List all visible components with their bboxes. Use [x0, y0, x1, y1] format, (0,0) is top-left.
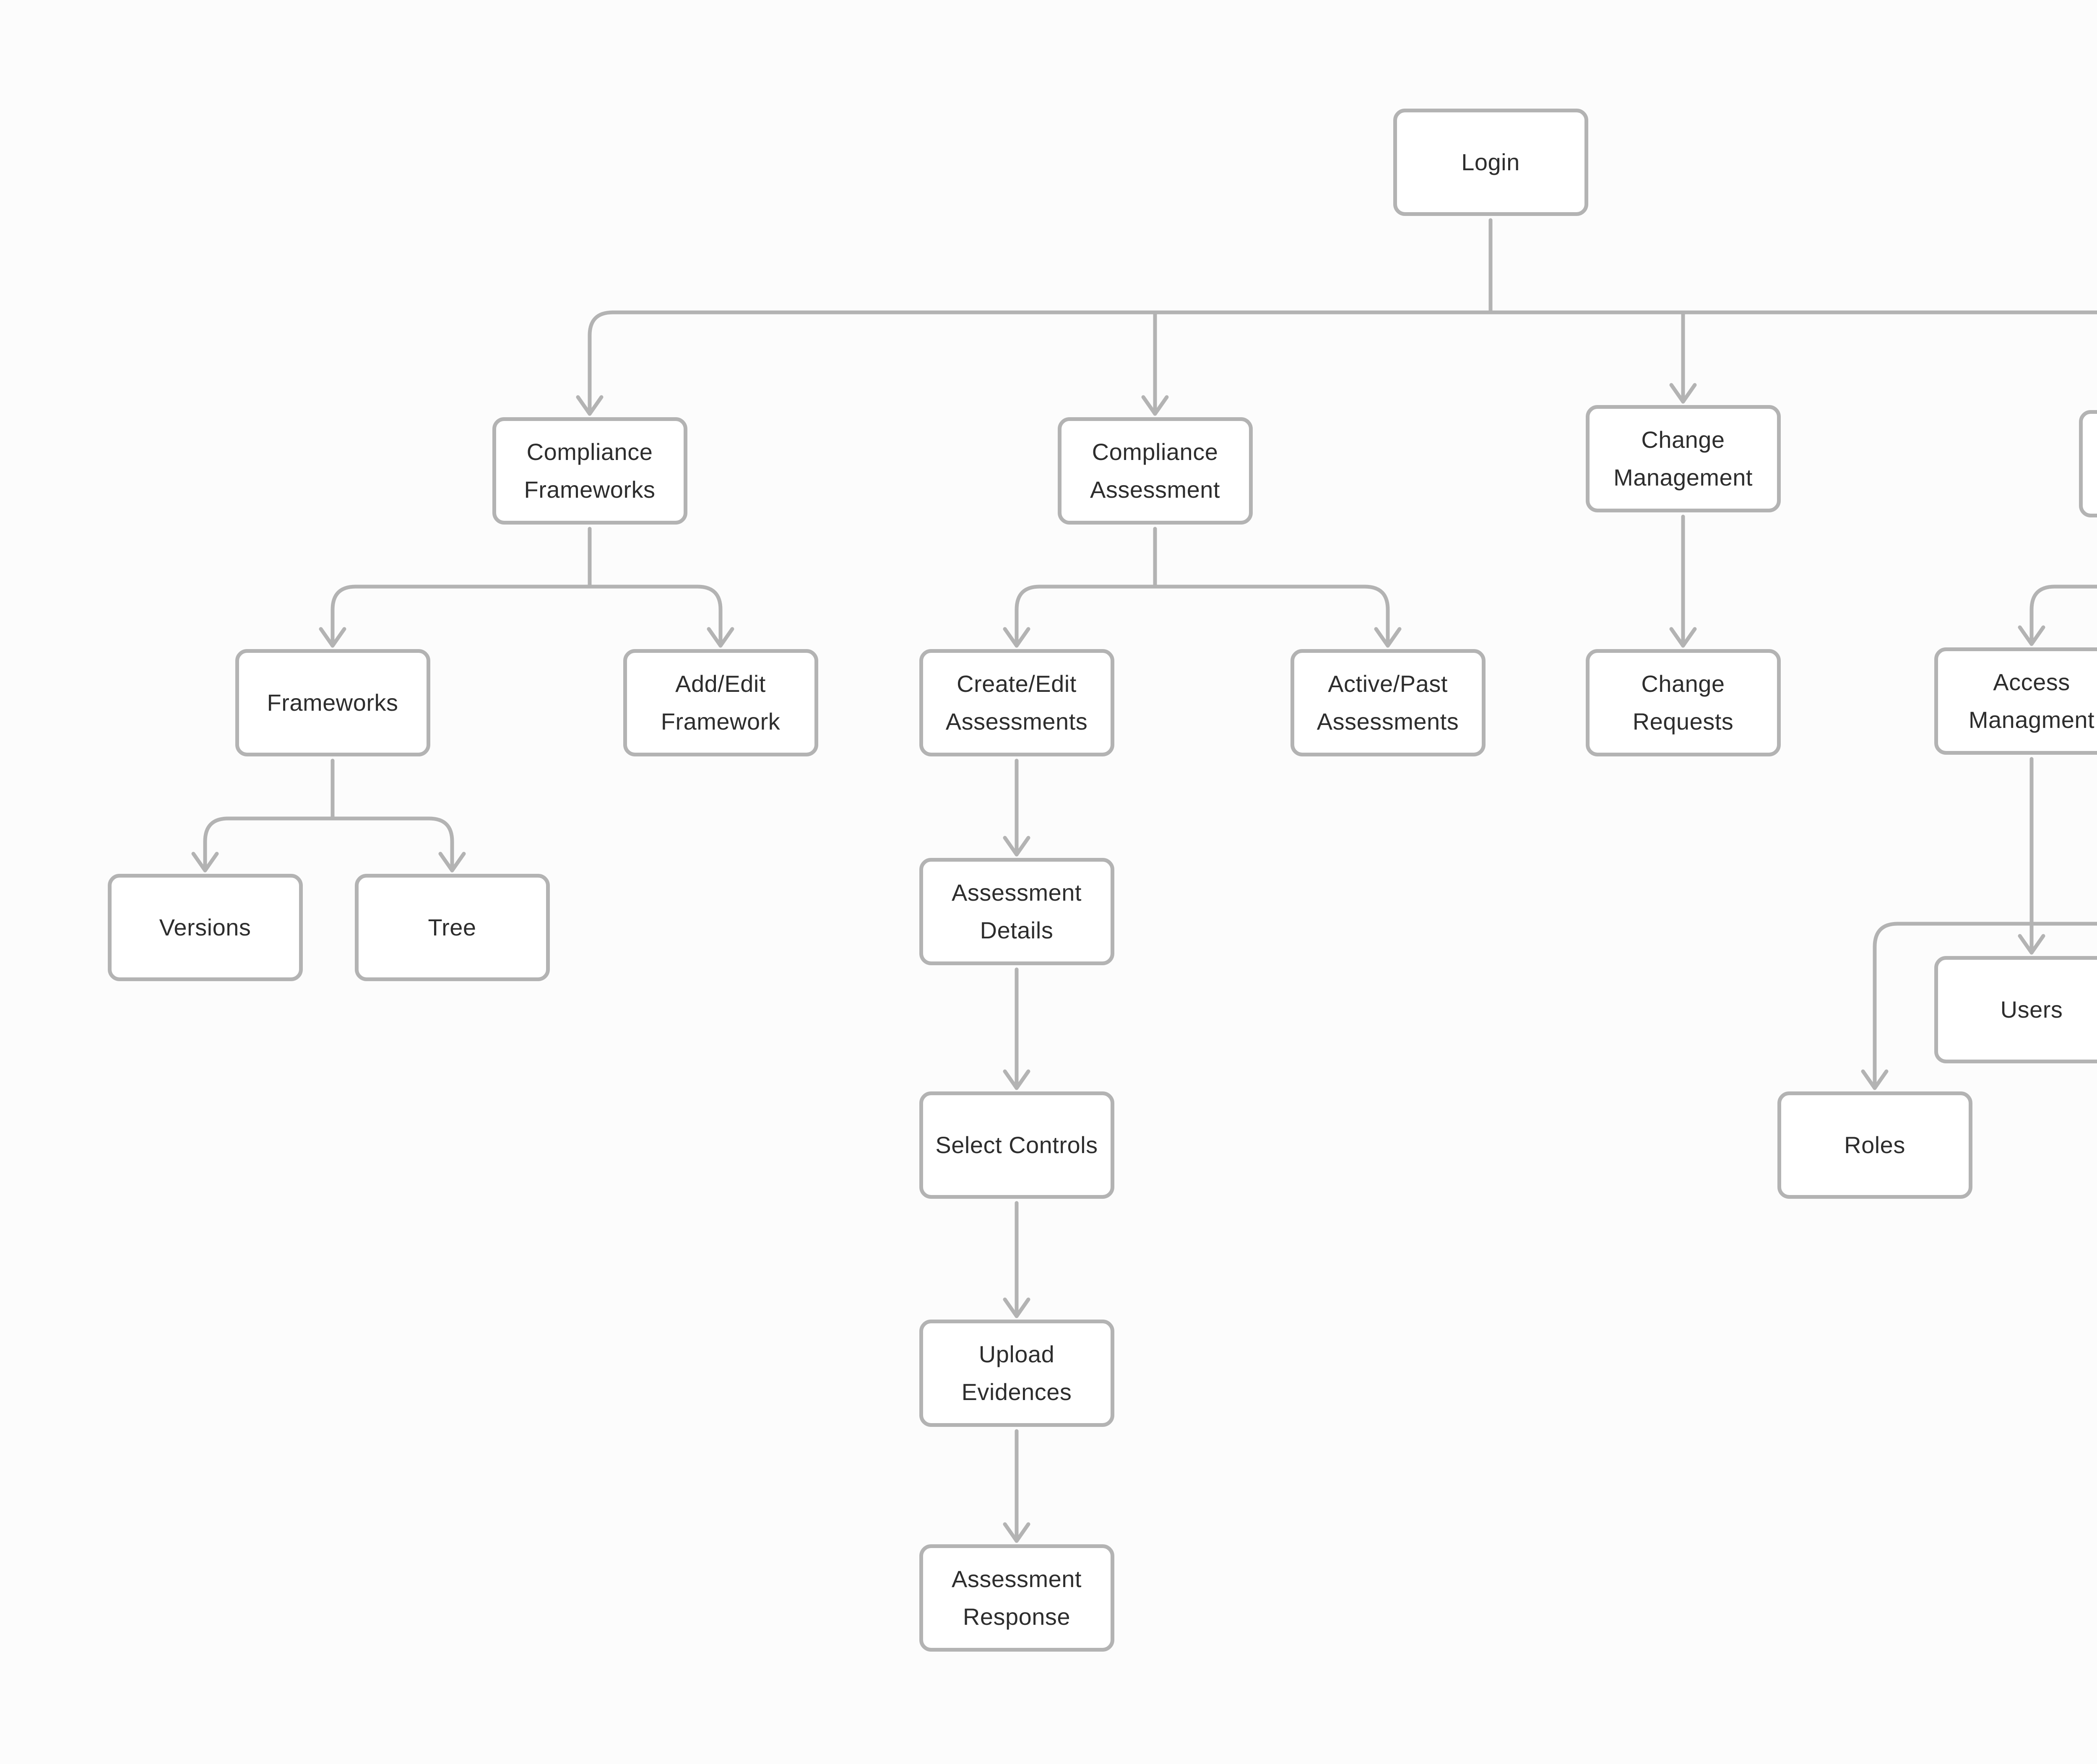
- arrowhead-login-compliance_assessment: [1141, 395, 1169, 416]
- node-users[interactable]: Users: [1934, 956, 2097, 1063]
- node-login[interactable]: Login: [1393, 109, 1588, 216]
- node-label-change_management: Change Management: [1613, 426, 1753, 491]
- edge-compliance_assessment-rail: [1015, 585, 1390, 648]
- node-label-versions: Versions: [159, 914, 251, 941]
- edge-access_managment-rail: [1873, 922, 2097, 1090]
- node-assessment_response[interactable]: Assessment Response: [919, 1544, 1114, 1652]
- arrowhead-create_edit_assessments-assessment_details: [1003, 836, 1030, 857]
- node-upload_evidences[interactable]: Upload Evidences: [919, 1320, 1114, 1427]
- arrowhead-compliance_assessment-active_past_assessments: [1374, 627, 1402, 648]
- node-change_management[interactable]: Change Management: [1585, 405, 1781, 512]
- node-label-select_controls: Select Controls: [935, 1132, 1098, 1159]
- node-label-tree: Tree: [428, 914, 476, 941]
- arrowhead-access_managment-roles: [1861, 1069, 1889, 1090]
- node-label-access_managment: Access Managment: [1968, 669, 2095, 733]
- arrowhead-access_managment-users: [2018, 934, 2045, 955]
- node-settings[interactable]: Settings: [2079, 410, 2097, 517]
- node-label-frameworks: Frameworks: [267, 689, 398, 716]
- node-compliance_frameworks[interactable]: Compliance Frameworks: [492, 417, 687, 525]
- node-label-users: Users: [2000, 996, 2063, 1023]
- node-label-roles: Roles: [1844, 1132, 1905, 1159]
- node-compliance_assessment[interactable]: Compliance Assessment: [1057, 417, 1253, 525]
- node-label-assessment_details: Assessment Details: [952, 879, 1082, 943]
- node-label-compliance_assessment: Compliance Assessment: [1090, 439, 1220, 503]
- arrowhead-upload_evidences-assessment_response: [1003, 1522, 1030, 1543]
- arrowhead-frameworks-versions: [191, 852, 219, 873]
- node-assessment_details[interactable]: Assessment Details: [919, 858, 1114, 965]
- node-label-upload_evidences: Upload Evidences: [961, 1341, 1072, 1405]
- edge-settings-rail: [2029, 585, 2097, 646]
- node-label-assessment_response: Assessment Response: [952, 1566, 1082, 1630]
- arrowhead-change_management-change_requests: [1669, 627, 1697, 648]
- node-change_requests[interactable]: Change Requests: [1585, 649, 1781, 756]
- edge-frameworks-rail: [203, 816, 454, 873]
- arrowhead-login-change_management: [1669, 383, 1697, 404]
- arrowhead-assessment_details-select_controls: [1003, 1069, 1030, 1090]
- node-frameworks[interactable]: Frameworks: [235, 649, 430, 756]
- node-label-add_edit_framework: Add/Edit Framework: [661, 670, 781, 735]
- arrowhead-settings-access_managment: [2018, 625, 2045, 646]
- node-active_past_assessments[interactable]: Active/Past Assessments: [1290, 649, 1486, 756]
- node-label-change_requests: Change Requests: [1632, 670, 1734, 735]
- node-create_edit_assessments[interactable]: Create/Edit Assessments: [919, 649, 1114, 756]
- node-label-login: Login: [1461, 149, 1520, 176]
- node-versions[interactable]: Versions: [107, 874, 303, 981]
- node-tree[interactable]: Tree: [354, 874, 550, 981]
- arrowhead-compliance_frameworks-add_edit_framework: [707, 627, 734, 648]
- arrowhead-compliance_assessment-create_edit_assessments: [1003, 627, 1030, 648]
- node-label-create_edit_assessments: Create/Edit Assessments: [945, 670, 1088, 735]
- arrowhead-compliance_frameworks-frameworks: [319, 627, 346, 648]
- node-label-compliance_frameworks: Compliance Frameworks: [524, 439, 656, 503]
- node-label-active_past_assessments: Active/Past Assessments: [1316, 670, 1459, 735]
- edge-login-rail: [588, 310, 2097, 416]
- arrowhead-login-compliance_frameworks: [576, 395, 604, 416]
- node-roles[interactable]: Roles: [1777, 1091, 1972, 1199]
- arrowhead-frameworks-tree: [438, 852, 466, 873]
- node-select_controls[interactable]: Select Controls: [919, 1091, 1114, 1199]
- edge-compliance_frameworks-rail: [330, 585, 723, 648]
- arrowhead-select_controls-upload_evidences: [1003, 1297, 1030, 1318]
- node-access_managment[interactable]: Access Managment: [1934, 647, 2097, 755]
- node-add_edit_framework[interactable]: Add/Edit Framework: [623, 649, 818, 756]
